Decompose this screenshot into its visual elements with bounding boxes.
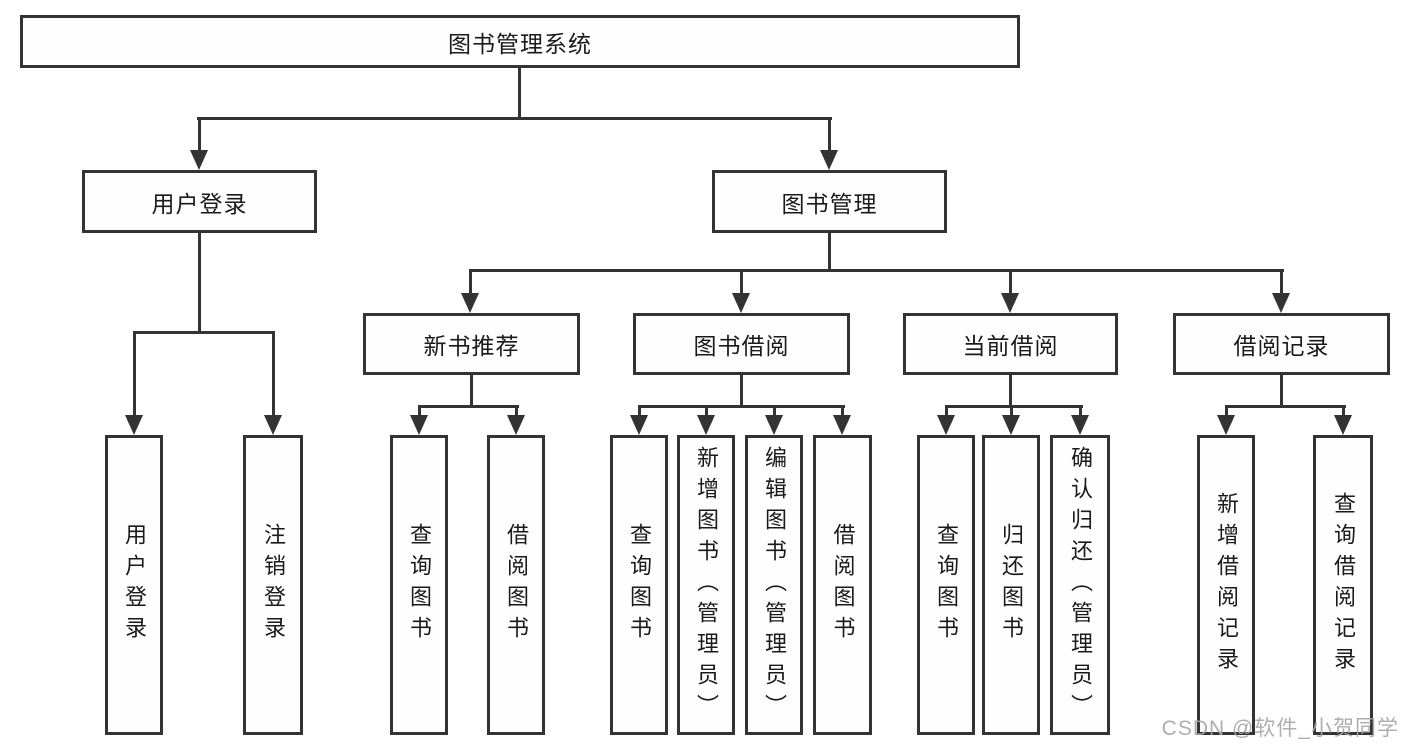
connector-line [1079, 405, 1082, 418]
connector-line [1280, 269, 1283, 295]
connector-line [1342, 405, 1345, 418]
connector-line [740, 269, 743, 295]
leaf-nb-query-books: 查询图书 [390, 435, 448, 735]
arrow-down-icon [410, 415, 428, 435]
node-book-borrow-label: 图书借阅 [693, 333, 790, 359]
arrow-down-icon [1217, 415, 1235, 435]
node-book-management-label: 图书管理 [781, 190, 878, 217]
leaf-br-add-record: 新增借阅记录 [1197, 435, 1255, 735]
connector-line [418, 405, 519, 408]
connector-line [1280, 375, 1283, 408]
node-borrow-records-label: 借阅记录 [1233, 333, 1330, 359]
connector-line [469, 269, 1284, 272]
node-new-book-recommend: 新书推荐 [363, 313, 580, 375]
connector-line [828, 117, 831, 152]
arrow-down-icon [190, 150, 208, 170]
leaf-cb-confirm-return-admin-label: 确认归还（管理员） [1068, 445, 1093, 725]
connector-line [638, 405, 641, 418]
connector-line [945, 405, 1083, 408]
connector-line [133, 331, 136, 417]
leaf-br-query-record-label: 查询借阅记录 [1331, 492, 1356, 678]
node-book-management: 图书管理 [712, 170, 947, 233]
connector-line [515, 405, 518, 418]
arrow-down-icon [1272, 293, 1290, 313]
arrow-down-icon [1071, 415, 1089, 435]
connector-line [198, 117, 201, 152]
arrow-down-icon [125, 415, 143, 435]
connector-line [198, 233, 201, 333]
node-new-book-recommend-label: 新书推荐 [423, 333, 520, 359]
leaf-cb-query-books-label: 查询图书 [934, 523, 959, 647]
leaf-cb-return-books-label: 归还图书 [999, 523, 1024, 647]
arrow-down-icon [1001, 293, 1019, 313]
leaf-bb-edit-books-admin-label: 编辑图书（管理员） [762, 445, 787, 725]
arrow-down-icon [1002, 415, 1020, 435]
leaf-br-add-record-label: 新增借阅记录 [1214, 492, 1239, 678]
leaf-logout: 注销登录 [243, 435, 303, 735]
arrow-down-icon [820, 150, 838, 170]
node-book-borrow: 图书借阅 [633, 313, 850, 375]
connector-line [740, 375, 743, 408]
node-user-login: 用户登录 [82, 170, 317, 233]
arrow-down-icon [507, 415, 525, 435]
connector-line [1010, 405, 1013, 418]
connector-line [1009, 375, 1012, 408]
leaf-user-login-label: 用户登录 [122, 523, 147, 647]
leaf-bb-borrow-books-label: 借阅图书 [830, 523, 856, 647]
node-user-login-label: 用户登录 [151, 190, 248, 217]
arrow-down-icon [1334, 415, 1352, 435]
connector-line [841, 405, 844, 418]
connector-line [272, 331, 275, 417]
connector-line [705, 405, 708, 418]
leaf-br-query-record: 查询借阅记录 [1313, 435, 1373, 735]
arrow-down-icon [264, 415, 282, 435]
leaf-user-login: 用户登录 [105, 435, 163, 735]
leaf-bb-query-books-label: 查询图书 [627, 523, 652, 647]
leaf-bb-edit-books-admin: 编辑图书（管理员） [745, 435, 803, 735]
leaf-logout-label: 注销登录 [261, 523, 286, 647]
leaf-bb-add-books-admin-label: 新增图书（管理员） [694, 445, 719, 725]
leaf-nb-borrow-books-label: 借阅图书 [504, 523, 529, 647]
connector-line [773, 405, 776, 418]
connector-line [828, 233, 831, 271]
connector-line [638, 405, 845, 408]
arrow-down-icon [732, 293, 750, 313]
connector-line [133, 331, 275, 334]
arrow-down-icon [461, 293, 479, 313]
leaf-bb-query-books: 查询图书 [610, 435, 668, 735]
connector-line [469, 269, 472, 295]
leaf-nb-borrow-books: 借阅图书 [487, 435, 545, 735]
leaf-nb-query-books-label: 查询图书 [407, 523, 432, 647]
node-current-borrow-label: 当前借阅 [962, 333, 1059, 359]
connector-line [945, 405, 948, 418]
connector-line [418, 405, 421, 418]
connector-line [197, 117, 832, 120]
node-borrow-records: 借阅记录 [1173, 313, 1390, 375]
connector-line [1009, 269, 1012, 295]
arrow-down-icon [833, 415, 851, 435]
leaf-cb-return-books: 归还图书 [982, 435, 1040, 735]
arrow-down-icon [697, 415, 715, 435]
leaf-bb-add-books-admin: 新增图书（管理员） [677, 435, 735, 735]
connector-line [1225, 405, 1346, 408]
node-current-borrow: 当前借阅 [903, 313, 1118, 375]
arrow-down-icon [765, 415, 783, 435]
connector-line [1225, 405, 1228, 418]
leaf-bb-borrow-books: 借阅图书 [813, 435, 872, 735]
node-root-label: 图书管理系统 [448, 30, 592, 57]
connector-line [470, 375, 473, 408]
node-root: 图书管理系统 [20, 15, 1020, 68]
csdn-watermark: CSDN @软件_小贺同学 [1161, 717, 1399, 740]
leaf-cb-query-books: 查询图书 [917, 435, 975, 735]
arrow-down-icon [630, 415, 648, 435]
leaf-cb-confirm-return-admin: 确认归还（管理员） [1050, 435, 1110, 735]
connector-line [518, 68, 521, 119]
arrow-down-icon [937, 415, 955, 435]
